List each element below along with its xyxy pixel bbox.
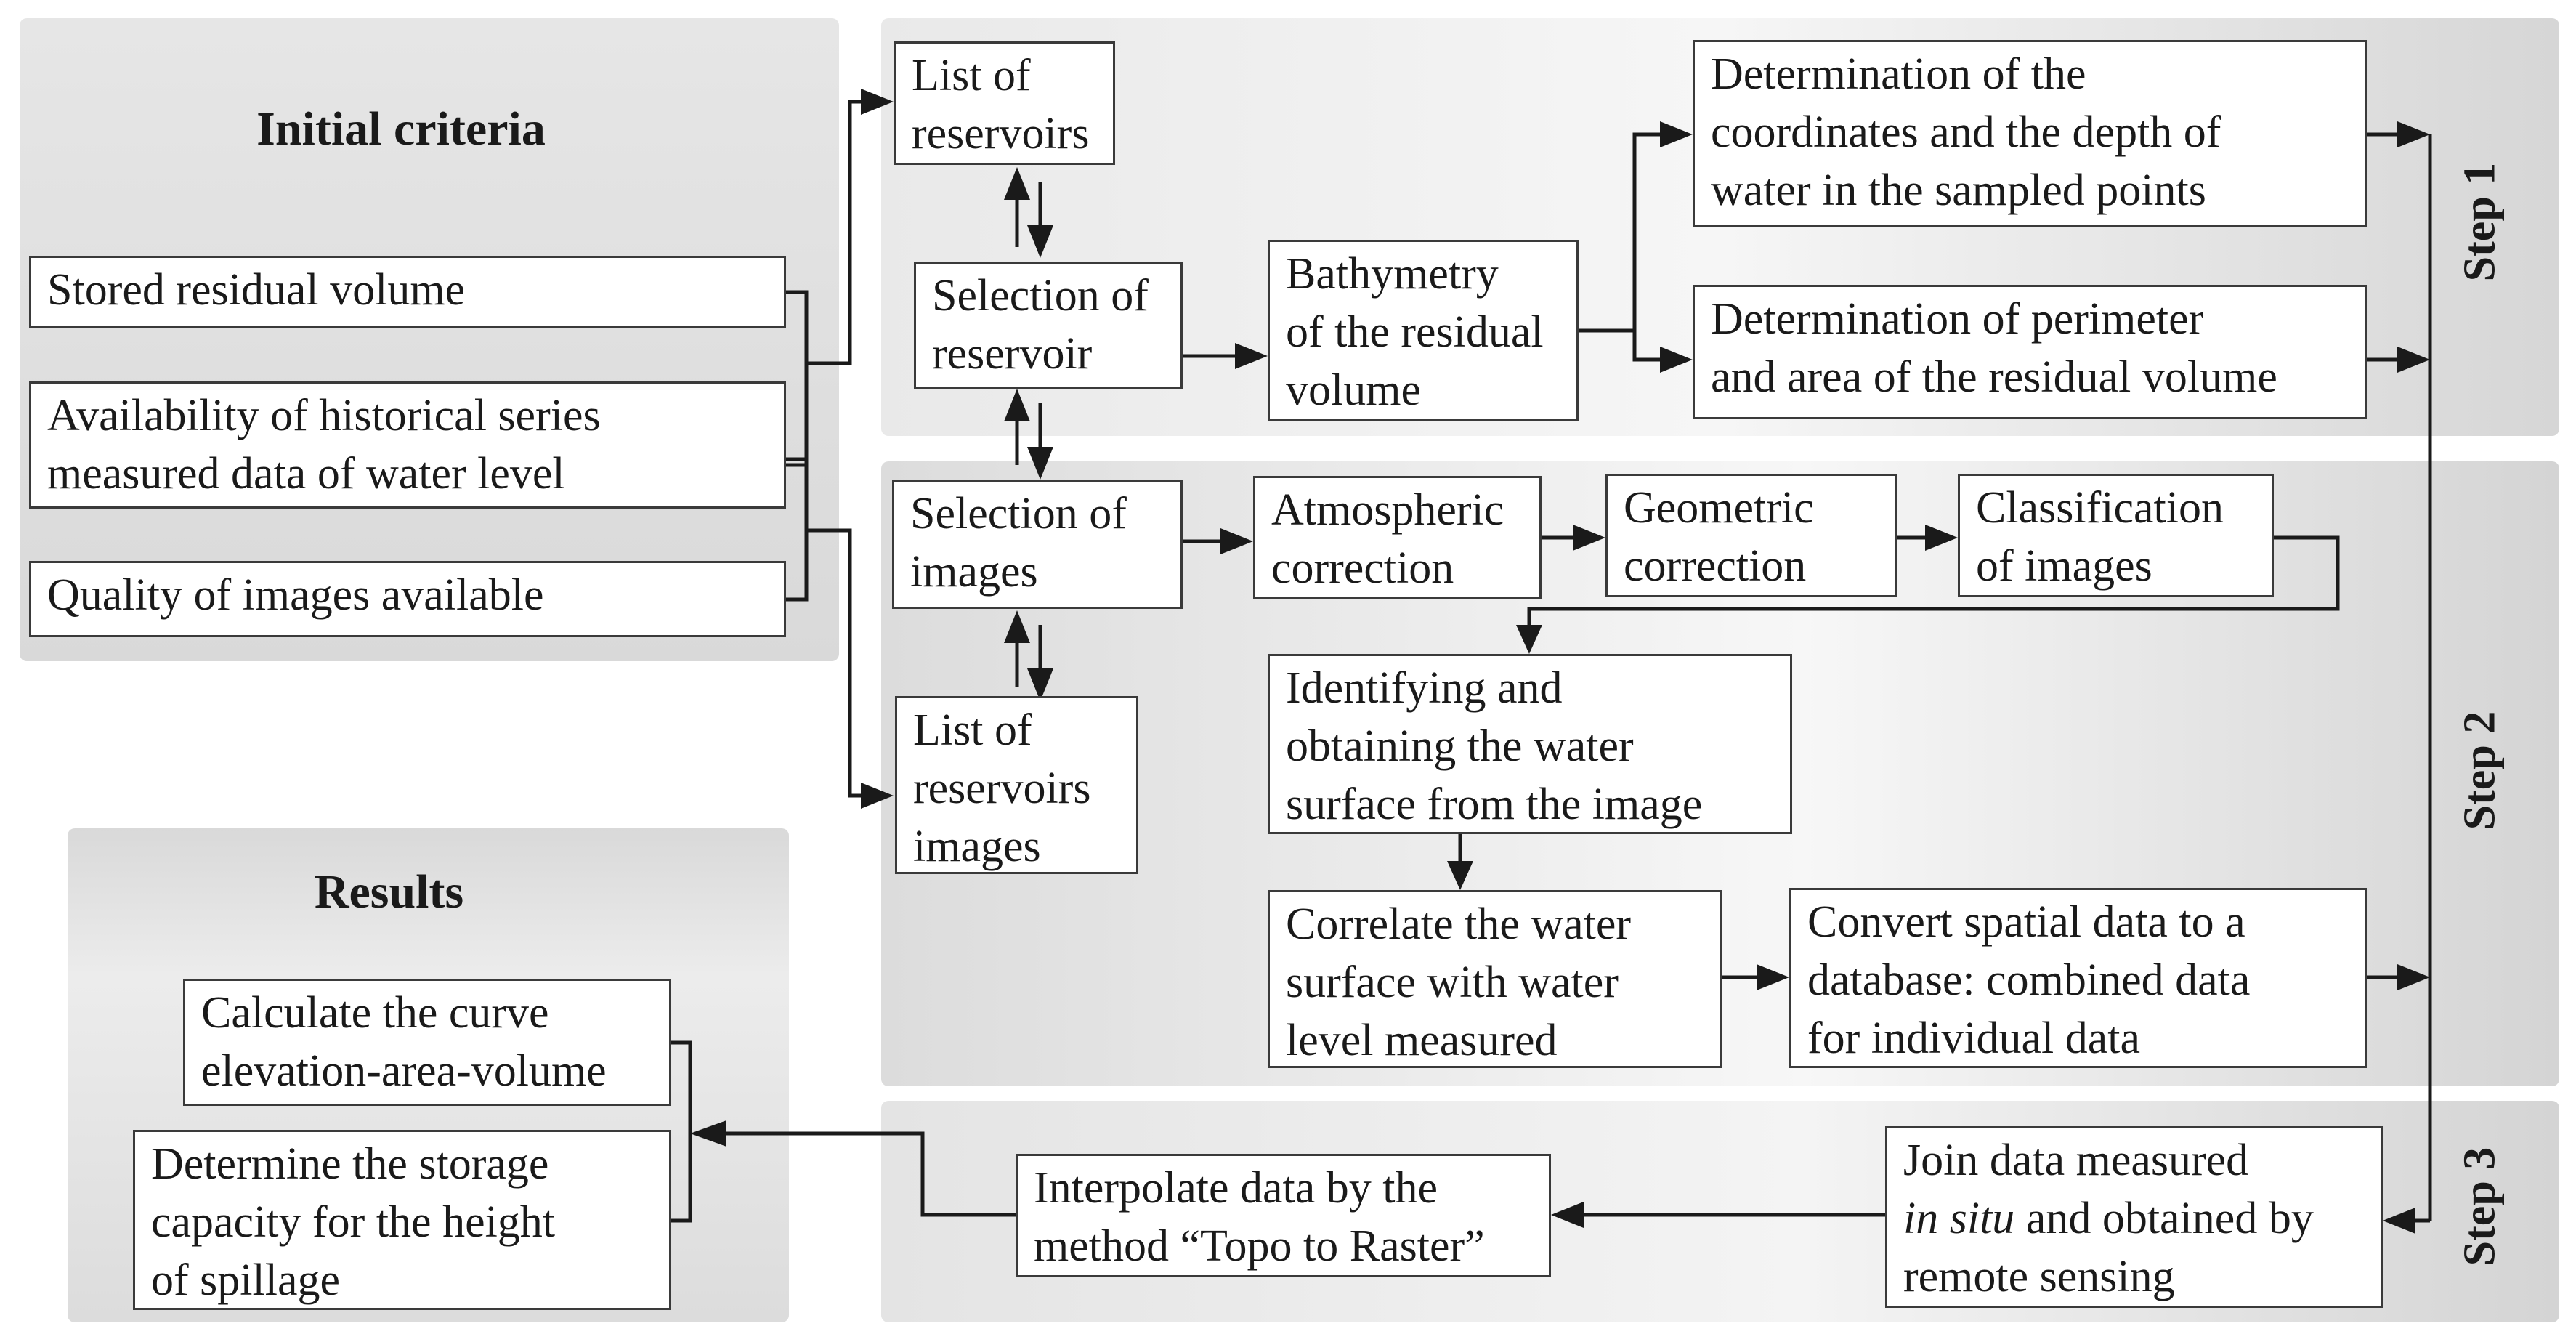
arrow-down-list-images [1027,668,1053,701]
convert-spatial-data-box: Convert spatial data to a database: comb… [1789,888,2367,1068]
initial-criteria-title: Initial criteria [256,102,546,155]
arrow-to-interpolate [1551,1202,1584,1228]
initial-criteria-panel [20,18,839,661]
arrow-down-selection-images [1027,447,1053,480]
arrow-to-det-perimeter [1660,347,1693,373]
arrow-up-list [1004,167,1030,200]
arrow-convert-right [2397,964,2430,990]
arrow-coordinates-right [2397,121,2430,147]
list-reservoir-images-box: List of reservoirs images [895,696,1138,874]
join-line3: remote sensing [1903,1252,2175,1301]
correlate-water-surface-box: Correlate the water surface with water l… [1268,890,1722,1068]
arrow-to-convert [1757,964,1789,990]
determine-storage-box: Determine the storage capacity for the h… [133,1130,671,1310]
det-perimeter-box: Determination of perimeter and area of t… [1693,285,2367,419]
criteria-quality-images: Quality of images available [29,561,786,637]
criteria-stored-residual-volume: Stored residual volume [29,256,786,328]
join-data-box: Join data measured in situ and obtained … [1885,1126,2383,1308]
arrow-to-classification [1925,525,1958,551]
arrow-to-join [2383,1208,2415,1234]
arrow-to-det-coordinates [1660,121,1693,147]
selection-of-images-box: Selection of images [892,480,1183,609]
join-line1: Join data measured [1903,1136,2249,1185]
arrow-up-selection-reservoir [1004,389,1030,421]
arrow-to-identifying [1516,625,1542,654]
det-coordinates-box: Determination of the coordinates and the… [1693,40,2367,227]
arrow-to-correlate [1447,861,1473,890]
identifying-water-surface-box: Identifying and obtaining the water surf… [1268,654,1792,834]
arrow-to-list-images [861,783,894,809]
interpolate-box: Interpolate data by the method “Topo to … [1016,1154,1551,1277]
arrow-to-list-reservoirs [861,89,894,115]
selection-of-reservoir-box: Selection of reservoir [914,262,1183,389]
geometric-correction-box: Geometric correction [1605,474,1897,597]
arrow-to-bathymetry [1235,343,1268,369]
classification-images-box: Classification of images [1958,474,2274,597]
arrow-perimeter-right [2397,347,2430,373]
atmospheric-correction-box: Atmospheric correction [1253,476,1542,599]
arrow-to-atmospheric [1220,528,1253,554]
results-title: Results [314,865,464,918]
bathymetry-box: Bathymetry of the residual volume [1268,240,1579,421]
arrow-down-selection [1027,225,1053,258]
arrow-to-results [690,1120,726,1147]
join-line2: and obtained by [2014,1194,2314,1243]
criteria-availability-historical: Availability of historical series measur… [29,381,786,509]
arrow-up-selection-images [1004,610,1030,643]
calculate-curve-box: Calculate the curve elevation-area-volum… [183,979,671,1106]
bracket-criteria-top [785,100,861,467]
join-in-situ: in situ [1903,1194,2015,1243]
bracket-criteria-bottom [785,457,861,798]
list-of-reservoirs-box: List of reservoirs [894,41,1115,165]
arrow-to-geometric [1573,525,1605,551]
